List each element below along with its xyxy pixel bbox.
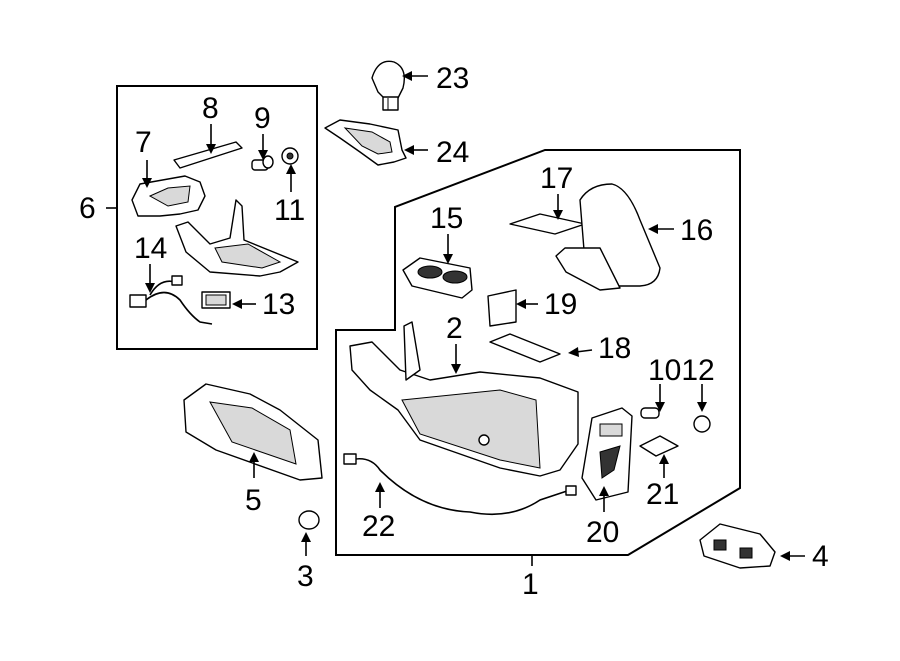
shift-trim-part [324, 119, 407, 166]
group-box-1 [335, 149, 741, 556]
callout-4: 4 [812, 540, 829, 573]
callout-3: 3 [297, 560, 314, 593]
switch-part [201, 291, 231, 309]
console-plate-part [175, 199, 299, 277]
callout-7: 7 [135, 126, 152, 159]
callout-13: 13 [262, 288, 295, 321]
callout-2: 2 [446, 312, 463, 345]
callout-5: 5 [245, 484, 262, 517]
callout-8: 8 [202, 92, 219, 125]
bolt-part [251, 155, 274, 171]
callout-15: 15 [430, 202, 463, 235]
callout-20: 20 [586, 516, 619, 549]
callout-6: 6 [79, 192, 96, 225]
wiring-part [343, 453, 577, 516]
pad-part [509, 213, 586, 235]
callout-10-12: 1012 [648, 354, 715, 387]
bulb-parts [640, 407, 711, 433]
callout-9: 9 [254, 102, 271, 135]
leader-arrows [106, 71, 805, 566]
bracket-part [699, 523, 776, 569]
console-body-part [349, 321, 579, 477]
shift-knob-part [371, 60, 406, 111]
cup-holder-part [402, 257, 473, 299]
side-panel-part [183, 383, 323, 481]
cap-part [298, 510, 320, 530]
panel-part [581, 407, 633, 501]
callout-16: 16 [680, 214, 713, 247]
callout-14: 14 [134, 232, 167, 265]
callout-11: 11 [274, 194, 305, 227]
callout-21: 21 [646, 478, 679, 511]
callout-24: 24 [436, 136, 469, 169]
pad-19-part [487, 289, 517, 327]
armrest-lid-part [555, 183, 661, 291]
mat-part [489, 333, 561, 363]
harness-14-part [129, 275, 213, 325]
callout-19: 19 [544, 288, 577, 321]
callout-22: 22 [362, 510, 395, 543]
trim-strip-part [173, 141, 243, 169]
callout-18: 18 [598, 332, 631, 365]
callout-23: 23 [436, 62, 469, 95]
group-box-6 [116, 85, 318, 350]
callout-1: 1 [522, 568, 539, 601]
clip-part [281, 147, 299, 165]
callout-17: 17 [540, 162, 573, 195]
plate-21-part [639, 435, 679, 457]
bezel-part [131, 175, 206, 217]
